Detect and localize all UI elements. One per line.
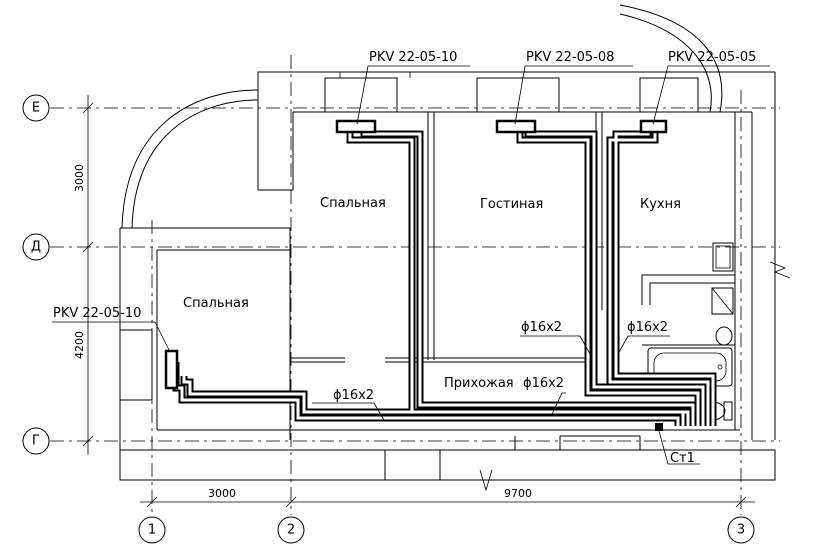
pipe-label-hall-main: ϕ16x2 [523, 376, 564, 391]
axis-label-2: 2 [287, 523, 295, 538]
axis-label-1: 1 [148, 523, 156, 538]
room-label-kitchen: Кухня [640, 197, 681, 212]
pipe-run-inner [182, 376, 685, 426]
pipe-label-hall-lower: ϕ16x2 [333, 388, 374, 403]
axis-marker-G: Г [22, 427, 50, 455]
axis-marker-1: 1 [138, 516, 166, 544]
axis-label-G: Г [32, 434, 40, 449]
pipe-run-inner [348, 128, 690, 426]
washbasin [715, 326, 733, 346]
kitchen-sink [712, 242, 734, 272]
pipe-label-kitchen-1: ϕ16x2 [521, 320, 562, 335]
axis-label-E: Е [32, 101, 40, 116]
radiator-label-bedroom-upper: PKV 22-05-10 [369, 50, 457, 65]
room-label-bedroom-upper: Спальная [320, 196, 386, 211]
pipe-run-inner [518, 128, 700, 426]
dimension-3000-horizontal: 3000 [208, 487, 236, 500]
dimension-4200-vertical: 4200 [73, 331, 86, 359]
room-label-hallway: Прихожая [444, 376, 514, 391]
dimension-3000-vertical: 3000 [73, 164, 86, 192]
dimension-9700-horizontal: 9700 [504, 487, 532, 500]
room-label-living-room: Гостиная [480, 197, 543, 212]
pipe-label-kitchen-2: ϕ16x2 [627, 320, 668, 335]
axis-marker-E: Е [22, 94, 50, 122]
axis-label-D: Д [31, 240, 41, 255]
radiator-bedroom-lower [164, 349, 179, 390]
room-label-bedroom-lower: Спальная [183, 296, 249, 311]
pipe-run-inner [608, 128, 710, 426]
axis-marker-D: Д [22, 233, 50, 261]
radiator-living-room [495, 119, 537, 134]
dimension-lines [82, 95, 755, 508]
radiator-bedroom-upper [335, 119, 377, 134]
manifold-label: Ст1 [670, 451, 695, 466]
walls [119, 4, 791, 492]
axis-marker-3: 3 [727, 516, 755, 544]
axis-label-3: 3 [737, 523, 745, 538]
manifold-st1 [655, 423, 700, 465]
leader-lines [52, 65, 770, 421]
radiators [164, 119, 668, 390]
axis-marker-2: 2 [277, 516, 305, 544]
washing-machine [711, 287, 734, 315]
radiator-label-living-room: PKV 22-05-08 [526, 50, 614, 65]
radiator-label-bedroom-lower: PKV 22-05-10 [53, 306, 141, 321]
radiator-label-kitchen: PKV 22-05-05 [668, 50, 756, 65]
